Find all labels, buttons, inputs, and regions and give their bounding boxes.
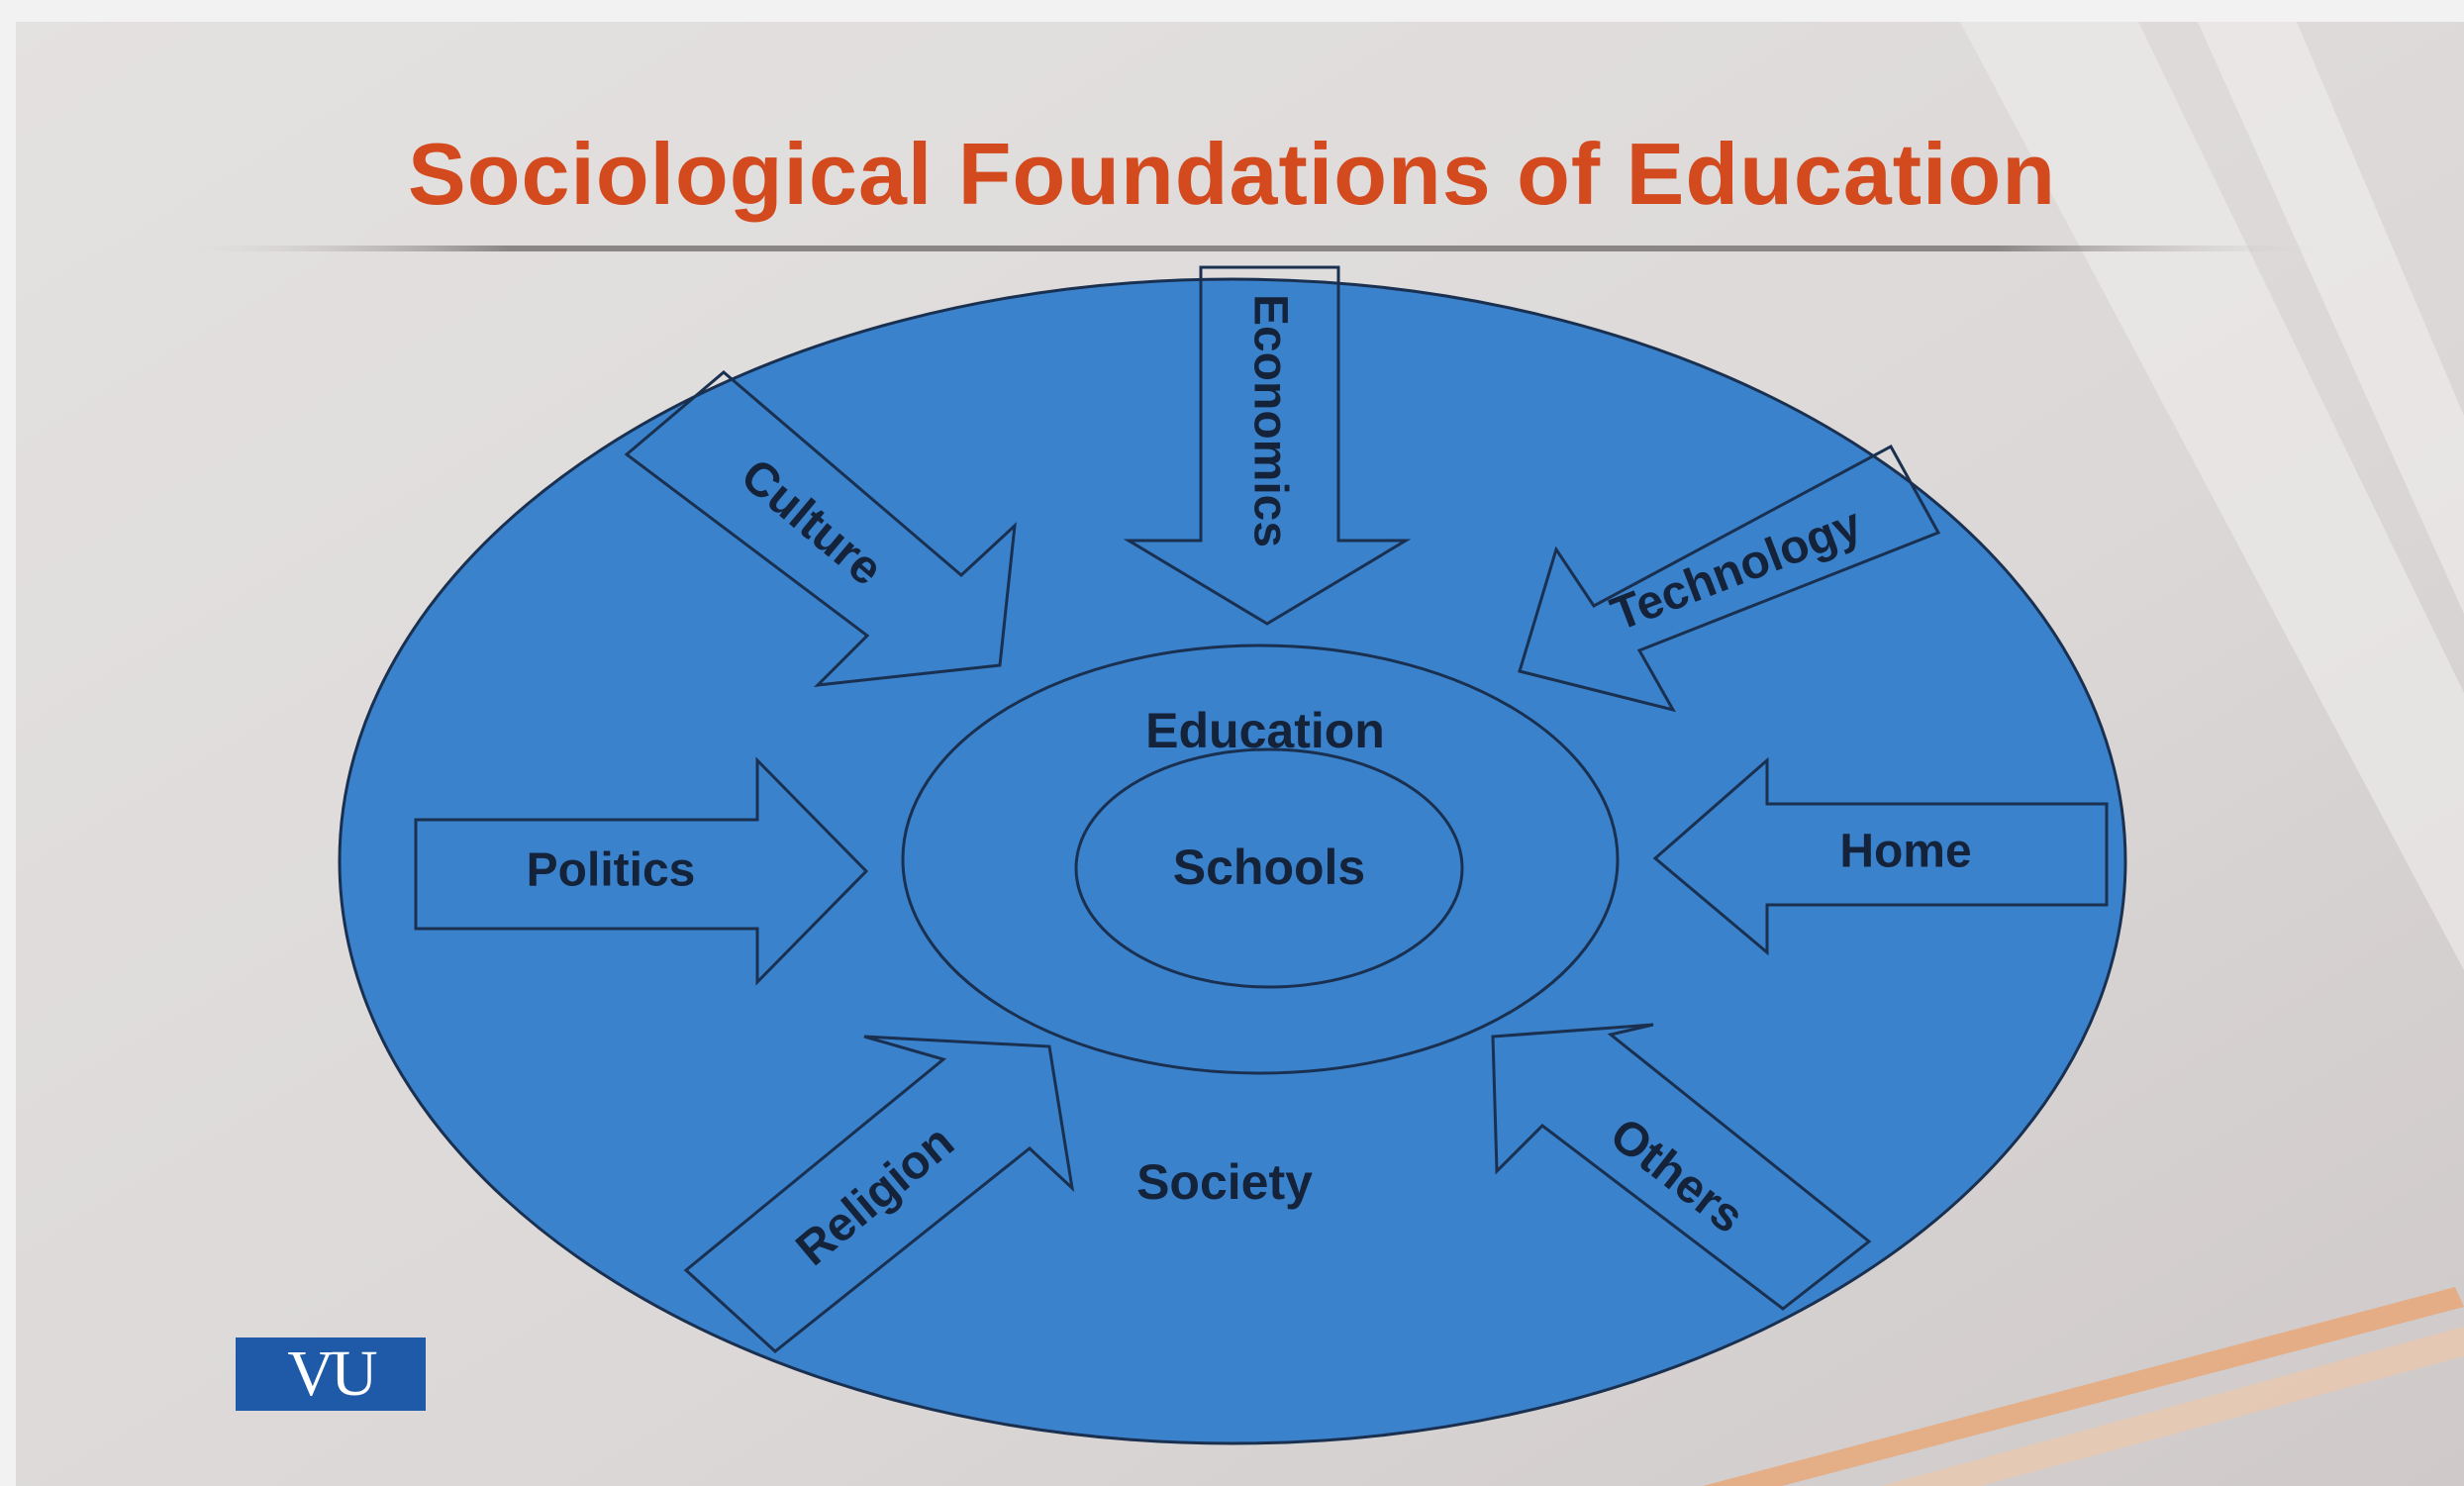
economics-arrow <box>1123 265 1412 626</box>
culture-arrow <box>624 370 1017 687</box>
education-ellipse <box>901 644 1620 1075</box>
title-underline <box>188 246 2316 251</box>
society-ellipse <box>338 277 2127 1445</box>
top-strip <box>0 0 2464 22</box>
politics-label: Politics <box>527 844 696 897</box>
decorative-stripe <box>1881 1327 2464 1486</box>
decorative-stripe <box>1703 1287 2464 1486</box>
decorative-beam <box>1960 22 2464 970</box>
others-arrow <box>1491 1023 1872 1311</box>
society-label: Society <box>1136 1154 1313 1210</box>
religion-arrow <box>683 1035 1075 1353</box>
left-strip <box>0 0 16 1486</box>
economics-label: Economics <box>1243 294 1296 547</box>
vu-logo: VU <box>236 1337 426 1411</box>
slide-title: Sociological Foundations of Education <box>408 125 2056 223</box>
politics-arrow <box>414 756 869 986</box>
home-label: Home <box>1839 826 1971 878</box>
schools-ellipse <box>1074 747 1464 989</box>
education-label: Education <box>1145 703 1385 758</box>
technology-arrow <box>1518 444 1941 713</box>
decorative-beam <box>2198 22 2464 614</box>
schools-label: Schools <box>1173 840 1365 895</box>
home-arrow <box>1652 756 2109 956</box>
